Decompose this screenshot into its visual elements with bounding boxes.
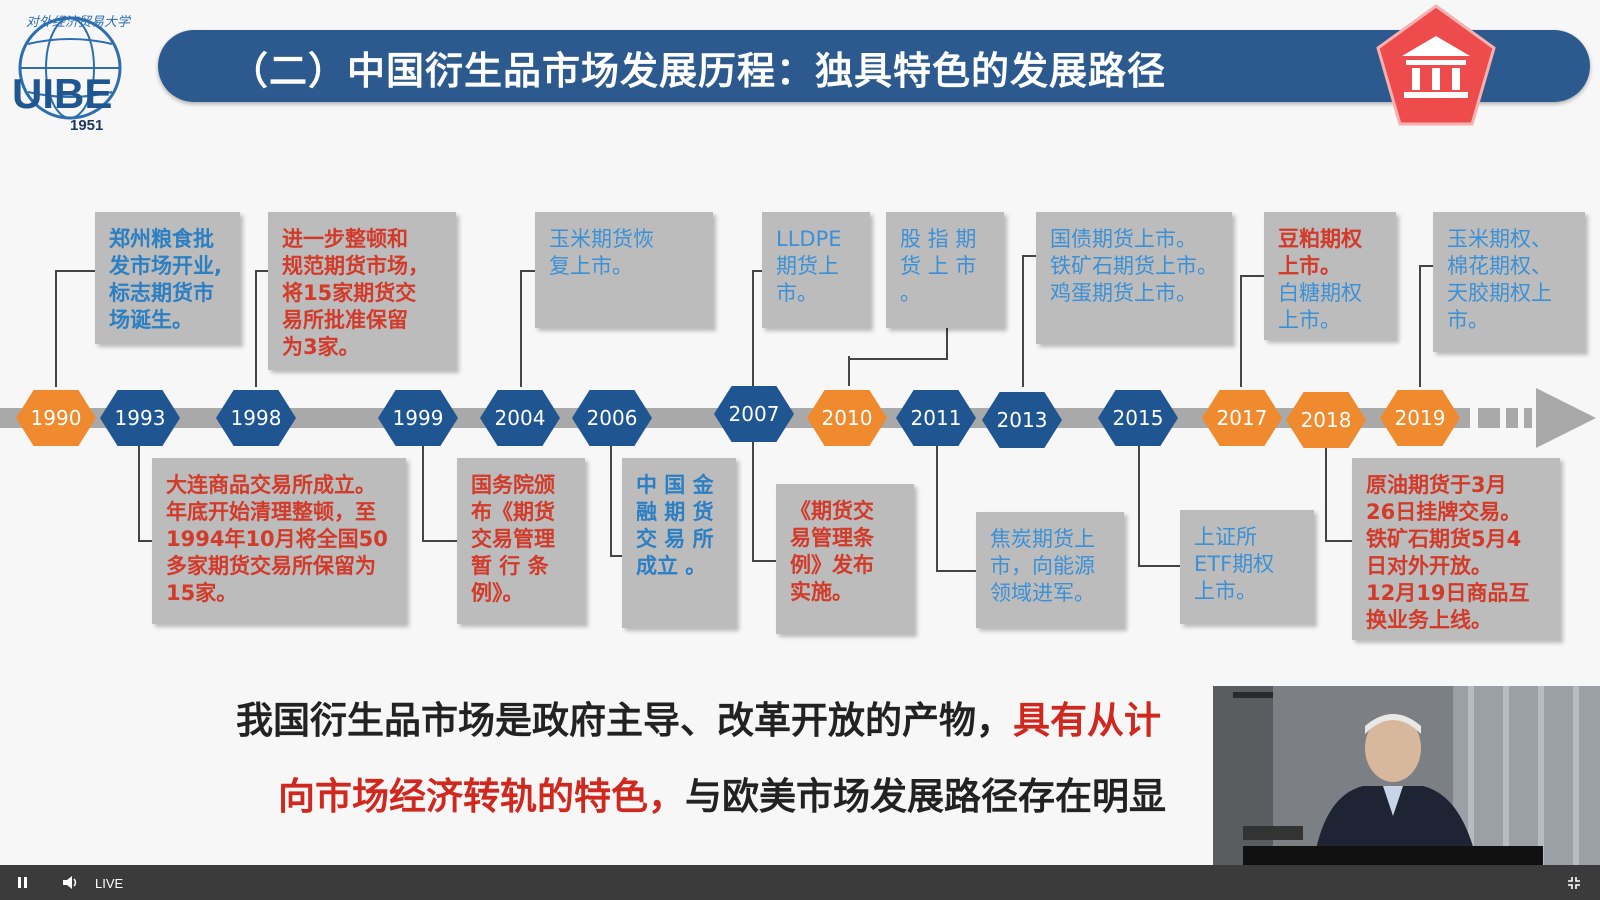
summary-line-1: 我国衍生品市场是政府主导、改革开放的产物，具有从计	[236, 699, 1161, 742]
connector	[138, 440, 154, 542]
pause-icon[interactable]	[17, 876, 29, 889]
event-card-2006: 中 国 金 融 期 货 交 易 所 成立 。	[622, 458, 736, 628]
year-marker: 2015	[1098, 390, 1178, 446]
presenter-image	[1213, 686, 1600, 865]
page-title: （二）中国衍生品市场发展历程：独具特色的发展路径	[230, 48, 1167, 93]
live-label: LIVE	[95, 876, 124, 891]
event-card-2015: 上证所 ETF期权 上市。	[1180, 510, 1314, 624]
event-card-1998: 进一步整顿和 规范期货市场， 将15家期货交 易所批准保留 为3家。	[268, 212, 456, 370]
connector	[848, 356, 850, 386]
year-marker: 2018	[1286, 392, 1366, 448]
event-card-2011: 焦炭期货上 市，向能源 领域进军。	[976, 512, 1124, 628]
event-card-1990: 郑州粮食批 发市场开业, 标志期货市 场诞生。	[95, 212, 240, 344]
timeline-dash	[1524, 408, 1532, 428]
year-marker: 2017	[1202, 390, 1282, 446]
exit-fullscreen-icon[interactable]	[1566, 875, 1582, 891]
connector	[1138, 440, 1182, 567]
event-card-2010: 股 指 期 货 上 市 。	[886, 212, 1004, 328]
timeline-dash	[1506, 408, 1518, 428]
connector	[848, 328, 948, 360]
year-marker: 2013	[982, 392, 1062, 448]
connector	[936, 440, 978, 572]
event-card-2017: 豆粕期权 上市。 白糖期权 上市。	[1264, 212, 1396, 340]
connector	[1325, 440, 1353, 542]
year-marker: 2010	[807, 390, 887, 446]
connector	[752, 440, 778, 562]
event-card-2004: 玉米期货恢 复上市。	[535, 212, 713, 328]
timeline-dash	[1478, 408, 1500, 428]
year-marker: 2004	[480, 390, 560, 446]
uibe-logo: 对外经济贸易大学 UIBE 1951	[12, 14, 132, 134]
year-marker: 2011	[896, 390, 976, 446]
logo-year: 1951	[70, 117, 103, 134]
connector	[752, 270, 764, 387]
volume-icon[interactable]	[62, 875, 80, 890]
year-marker: 1999	[378, 390, 458, 446]
connector	[1240, 275, 1266, 387]
year-marker: 1993	[100, 390, 180, 446]
event-card-2007-bottom: 《期货交 易管理条 例》发布 实施。	[776, 484, 914, 634]
connector	[1022, 255, 1038, 387]
year-marker: 1990	[16, 390, 96, 446]
connector	[1419, 265, 1435, 387]
logo-arc-text: 对外经济贸易大学	[26, 14, 132, 30]
year-marker: 2006	[572, 390, 652, 446]
year-marker: 2007	[714, 386, 794, 442]
connector	[610, 440, 624, 557]
event-card-1993: 大连商品交易所成立。 年底开始清理整顿，至 1994年10月将全国50 多家期货…	[152, 458, 406, 624]
summary-line-2: 向市场经济转轨的特色，与欧美市场发展路径存在明显	[278, 775, 1166, 818]
timeline-arrow-icon	[1536, 388, 1596, 448]
presenter-video[interactable]	[1213, 686, 1600, 865]
connector	[520, 270, 537, 387]
event-card-2018: 原油期货于3月 26日挂牌交易。 铁矿石期货5月4 日对外开放。 12月19日商…	[1352, 458, 1560, 640]
title-bar	[158, 30, 1590, 102]
player-control-bar: LIVE	[0, 865, 1600, 900]
logo-text: UIBE	[12, 70, 112, 117]
year-marker: 1998	[216, 390, 296, 446]
connector	[422, 440, 459, 542]
slide: 对外经济贸易大学 UIBE 1951 （二）中国衍生品市场发展历程：独具特色的发…	[0, 4, 1600, 865]
exchange-building-icon	[1376, 4, 1496, 126]
event-card-2007-top: LLDPE 期货上 市。	[762, 212, 870, 328]
connector	[255, 270, 269, 387]
connector	[55, 270, 97, 387]
event-card-2019: 玉米期权、 棉花期权、 天胶期权上 市。	[1433, 212, 1585, 352]
event-card-1999: 国务院颁 布《期货 交易管理 暂 行 条 例》。	[457, 458, 585, 624]
event-card-2013: 国债期货上市。 铁矿石期货上市。 鸡蛋期货上市。	[1036, 212, 1232, 344]
year-marker: 2019	[1380, 390, 1460, 446]
